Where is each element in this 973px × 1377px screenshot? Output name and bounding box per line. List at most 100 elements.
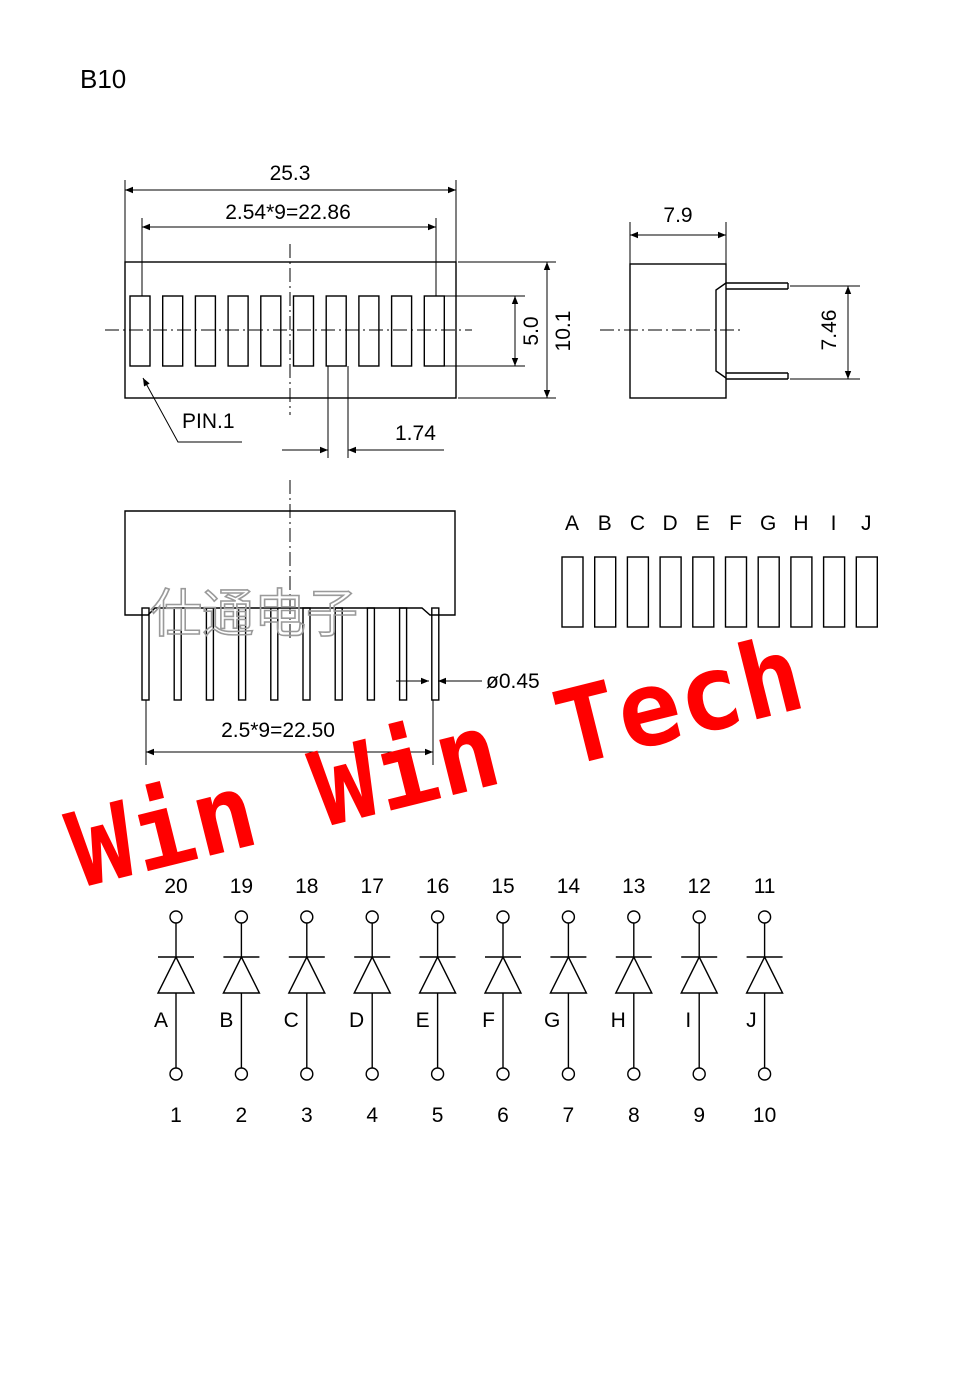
segment-letter: C [630, 512, 645, 535]
anode-letter: A [154, 1009, 168, 1032]
anode-pin-number: 3 [301, 1104, 313, 1127]
front-segment [227, 295, 249, 367]
cathode-pin-number: 11 [754, 875, 776, 898]
segment-cell [757, 556, 780, 628]
diode-triangle [156, 955, 196, 994]
front-segments [129, 295, 445, 367]
pin-pitch-label: 2.5*9=22.50 [221, 719, 335, 742]
segment-letter: E [696, 512, 710, 535]
anode-letter: G [544, 1009, 560, 1032]
chinese-watermark: 仕通电子 [150, 585, 358, 645]
bottom-pin [431, 607, 440, 701]
cathode-pin-number: 17 [361, 875, 384, 898]
front-segment [161, 295, 184, 367]
cathode-terminal [496, 910, 510, 924]
front-segment [194, 295, 217, 367]
front-segment [292, 295, 315, 367]
anode-terminal [757, 1067, 772, 1081]
body-height-label: 10.1 [552, 311, 575, 352]
cathode-terminal [430, 910, 445, 924]
anode-terminal [365, 1067, 379, 1081]
diode-triangle [483, 955, 523, 994]
anode-letter: H [611, 1009, 626, 1032]
diode-triangle [287, 955, 326, 994]
bottom-pin [366, 607, 376, 701]
anode-terminal [692, 1067, 706, 1081]
segment-letter: J [861, 512, 872, 535]
front-segment [423, 295, 445, 367]
anode-pin-number: 4 [366, 1104, 378, 1127]
side-view: 7.9 7.46 [600, 204, 860, 399]
segment-height-label: 5.0 [520, 316, 543, 345]
bottom-pin [398, 607, 408, 701]
anode-pin-number: 8 [628, 1104, 640, 1127]
bottom-pin [205, 607, 215, 701]
cathode-terminal [757, 910, 772, 924]
segment-cell [561, 556, 584, 628]
bottom-pin [334, 607, 343, 701]
segment-letter: A [565, 512, 579, 535]
front-view: 25.3 2.54*9=22.86 5.0 10.1 1.74 PIN.1 [105, 162, 575, 458]
bottom-pin [237, 607, 247, 701]
model-title: B10 [80, 64, 126, 94]
bottom-pin [302, 607, 311, 701]
anode-terminal [627, 1067, 641, 1081]
cathode-pin-number: 18 [295, 875, 318, 898]
segment-cell [724, 556, 748, 628]
segment-width-label: 1.74 [395, 422, 436, 445]
diode-triangle [549, 955, 588, 994]
anode-pin-number: 5 [432, 1104, 444, 1127]
led-circuit: 17D 4 [349, 875, 392, 1127]
segment-cell [790, 556, 813, 628]
front-segment [358, 295, 380, 367]
segment-cell [822, 556, 846, 628]
cathode-pin-number: 19 [230, 875, 253, 898]
segment-cell [855, 556, 878, 628]
brand-watermark: Win Win Tech [57, 612, 816, 912]
bottom-pin [173, 607, 182, 701]
anode-terminal [169, 1067, 183, 1081]
anode-terminal [234, 1067, 249, 1081]
front-segment [260, 295, 282, 367]
cathode-terminal [627, 910, 641, 924]
cathode-pin-number: 16 [426, 875, 449, 898]
anode-pin-number: 9 [693, 1104, 705, 1127]
pin1-leader [142, 377, 242, 443]
anode-terminal [496, 1067, 510, 1081]
bottom-body-outline [124, 510, 456, 616]
pitch-label: 2.54*9=22.86 [225, 201, 351, 224]
segment-letter: H [793, 512, 808, 535]
cathode-pin-number: 15 [491, 875, 514, 898]
anode-letter: E [416, 1009, 430, 1032]
segment-cell [594, 556, 617, 628]
anode-terminal [430, 1067, 445, 1081]
width-label: 25.3 [270, 162, 311, 185]
segment-letter: I [831, 512, 837, 535]
segment-letter: G [760, 512, 776, 535]
anode-pin-number: 7 [563, 1104, 575, 1127]
diode-triangle [353, 955, 392, 994]
front-segment [325, 295, 347, 367]
anode-pin-number: 2 [236, 1104, 248, 1127]
segment-cell [692, 556, 715, 628]
anode-terminal [561, 1067, 576, 1081]
pin-diameter-label: ø0.45 [486, 670, 540, 693]
anode-pin-number: 10 [753, 1104, 776, 1127]
side-body-outline [629, 263, 727, 399]
anode-letter: I [685, 1009, 691, 1032]
diode-triangle [222, 955, 261, 994]
led-circuit: 16E 5 [416, 875, 457, 1127]
anode-letter: D [349, 1009, 364, 1032]
cathode-terminal [561, 910, 576, 924]
cathode-pin-number: 14 [557, 875, 581, 898]
segment-cell [659, 556, 682, 628]
anode-letter: J [746, 1009, 757, 1032]
diode-triangle [418, 955, 457, 994]
